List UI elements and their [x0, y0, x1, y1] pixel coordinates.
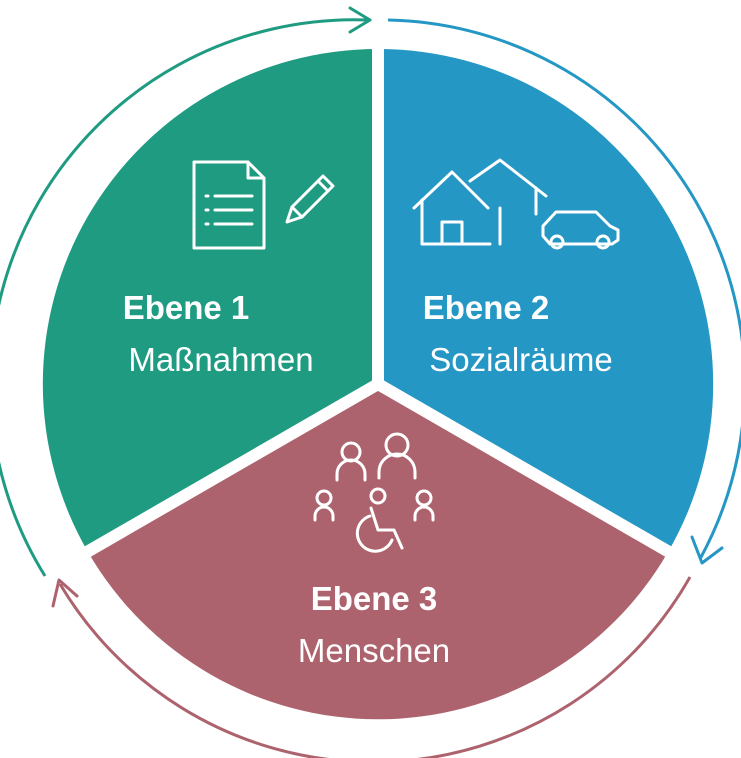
- arrowhead-green-icon: [348, 6, 372, 34]
- document-pencil-icon: [192, 160, 335, 250]
- arrowhead-blue-icon: [690, 535, 724, 565]
- segment-1-title: Ebene 1: [122, 289, 250, 326]
- people-wheelchair-icon: [313, 432, 435, 553]
- segment-3-title: Ebene 3: [310, 580, 438, 617]
- arrowhead-red-icon: [51, 578, 79, 608]
- segment-dividers: [77, 40, 679, 562]
- houses-car-icon: [412, 158, 620, 250]
- cycle-arrow-red: [58, 576, 692, 758]
- segment-3-subtitle: Menschen: [297, 632, 451, 669]
- cycle-arrow-blue: [387, 18, 741, 560]
- segment-2-title: Ebene 2: [422, 289, 550, 326]
- segment-1-subtitle: Maßnahmen: [128, 341, 314, 378]
- segment-2-subtitle: Sozialräume: [429, 341, 613, 378]
- cycle-arrow-green: [0, 18, 369, 577]
